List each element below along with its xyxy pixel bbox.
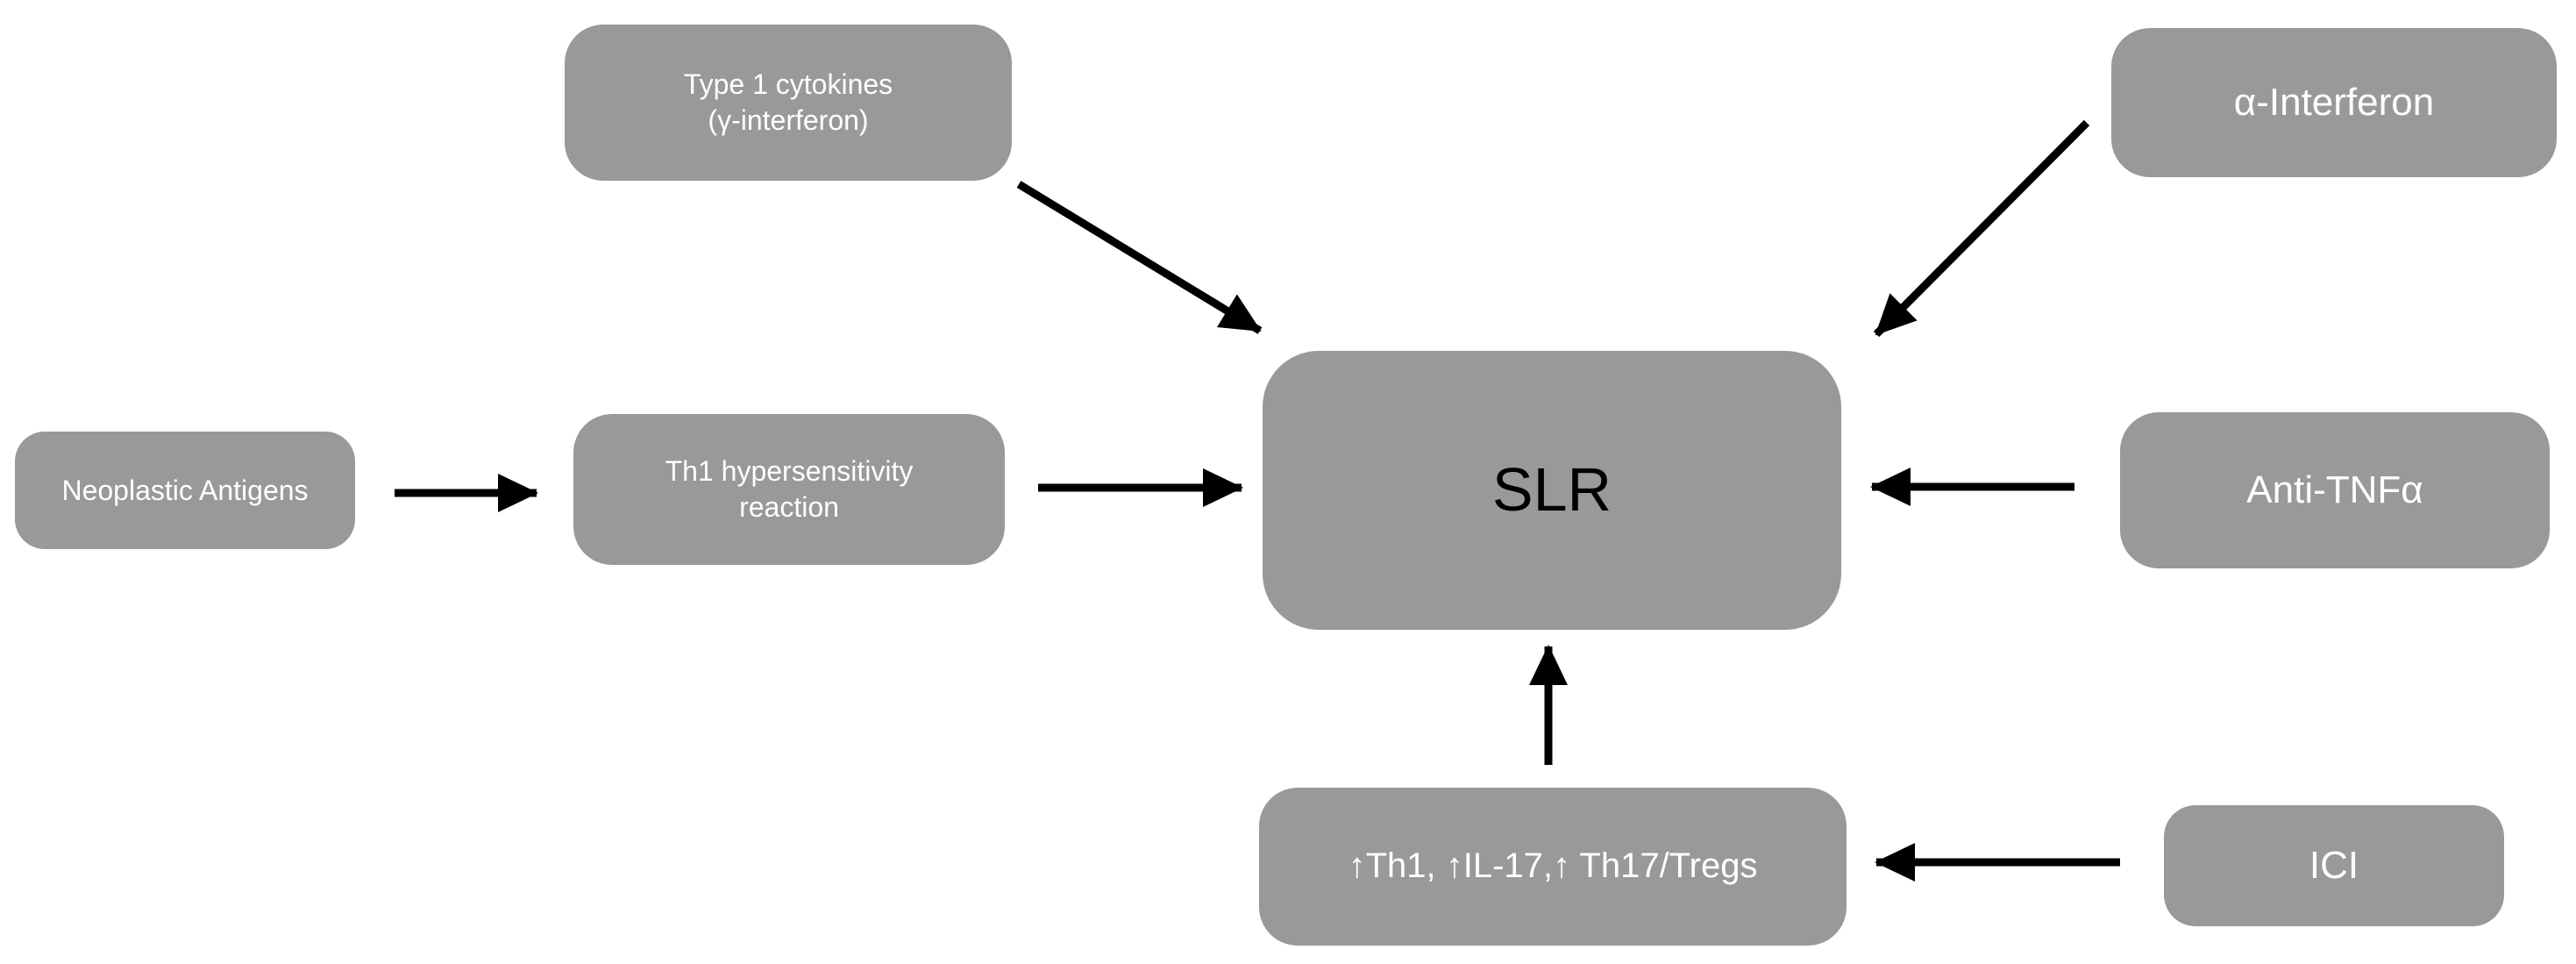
node-th1-il17-tregs-label: ↑Th1, ↑IL-17,↑ Th17/Tregs bbox=[1348, 846, 1758, 886]
node-th1-hypersensitivity-line2: reaction bbox=[739, 491, 839, 523]
arrow-type1-cytokines-to-slr bbox=[1016, 181, 1263, 334]
node-slr-label: SLR bbox=[1491, 455, 1612, 525]
node-neoplastic-antigens: Neoplastic Antigens bbox=[15, 432, 355, 549]
node-type1-cytokines: Type 1 cytokines (γ-interferon) bbox=[565, 25, 1012, 181]
node-th1-hypersensitivity: Th1 hypersensitivity reaction bbox=[573, 414, 1005, 565]
node-ici-label: ICI bbox=[2309, 843, 2359, 887]
node-anti-tnf-alpha: Anti-TNFα bbox=[2120, 412, 2550, 568]
node-th1-il17-tregs: ↑Th1, ↑IL-17,↑ Th17/Tregs bbox=[1259, 788, 1847, 946]
node-neoplastic-antigens-label: Neoplastic Antigens bbox=[61, 474, 309, 506]
node-alpha-interferon: α-Interferon bbox=[2111, 28, 2557, 177]
node-anti-tnf-alpha-label: Anti-TNFα bbox=[2246, 468, 2423, 511]
node-th1-hypersensitivity-line1: Th1 hypersensitivity bbox=[665, 455, 914, 488]
node-slr: SLR bbox=[1263, 351, 1841, 630]
node-type1-cytokines-line2: (γ-interferon) bbox=[708, 104, 869, 136]
node-ici: ICI bbox=[2164, 805, 2504, 926]
arrow-alpha-interferon-to-slr bbox=[1873, 119, 2090, 338]
node-type1-cytokines-line1: Type 1 cytokines bbox=[683, 68, 893, 101]
node-alpha-interferon-label: α-Interferon bbox=[2233, 80, 2435, 124]
